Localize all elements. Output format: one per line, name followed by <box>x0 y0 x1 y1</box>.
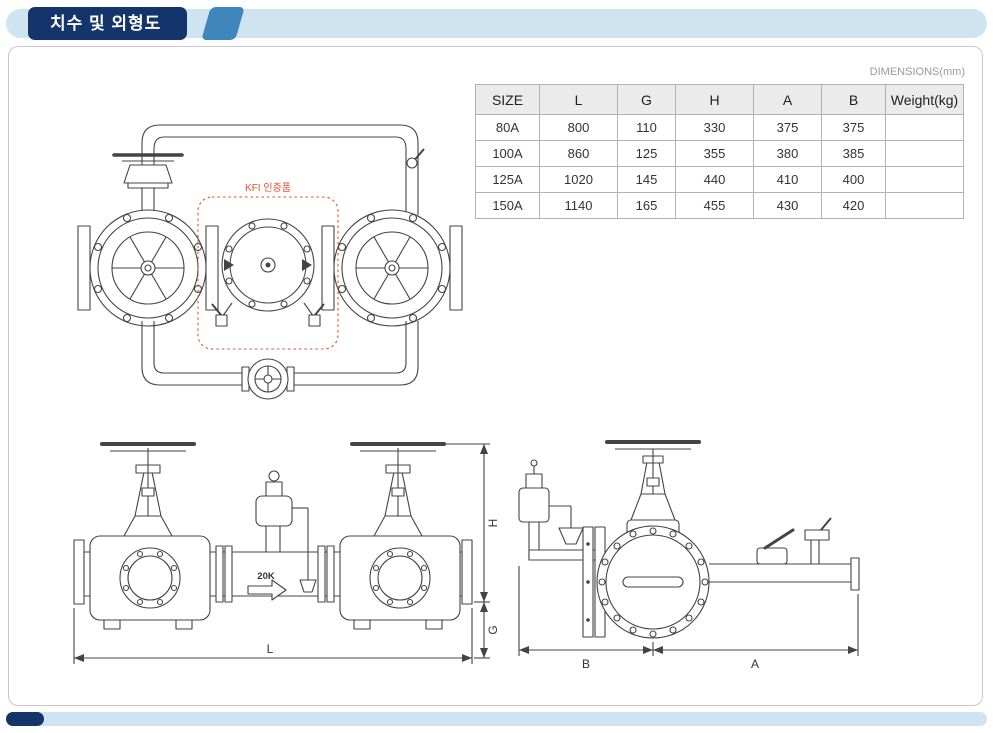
relief-valve <box>255 470 317 593</box>
dimension-l: L <box>73 608 473 664</box>
plan-view-drawing: KFI 인증품 <box>77 124 463 400</box>
dimension-a: A <box>653 594 859 671</box>
dimension-label-g: G <box>486 625 500 634</box>
table-cell <box>885 166 964 193</box>
kfi-certified-label: KFI 인증품 <box>245 182 291 194</box>
column-header-b: B <box>821 84 886 115</box>
dimensions-table: SIZE L G H A B Weight(kg) 80A 800 110 33… <box>475 84 964 219</box>
valve-body <box>73 535 473 630</box>
flow-arrow-icon <box>302 259 312 271</box>
table-cell: 440 <box>675 166 754 193</box>
table-row: 150A 1140 165 455 430 420 <box>475 192 964 219</box>
column-header-g: G <box>617 84 676 115</box>
table-cell: 380 <box>753 140 822 167</box>
left-shutoff-valve <box>77 209 219 327</box>
table-cell: 430 <box>753 192 822 219</box>
footer-band <box>6 712 987 726</box>
table-row: 125A 1020 145 440 410 400 <box>475 166 964 193</box>
vent-cock <box>406 148 425 169</box>
top-pipe-loop <box>141 124 419 215</box>
right-shutoff-valve <box>321 209 463 327</box>
flow-arrow-icon <box>224 259 234 271</box>
table-cell: 1140 <box>539 192 618 219</box>
inlet-gate-valve <box>112 153 184 189</box>
main-flange <box>596 525 710 639</box>
table-cell: 455 <box>675 192 754 219</box>
table-cell: 400 <box>821 166 886 193</box>
flow-direction-arrow-icon <box>247 579 287 601</box>
table-cell: 385 <box>821 140 886 167</box>
column-header-h: H <box>675 84 754 115</box>
column-header-l: L <box>539 84 618 115</box>
table-cell <box>885 192 964 219</box>
table-row: 100A 860 125 355 380 385 <box>475 140 964 167</box>
table-cell: 330 <box>675 114 754 141</box>
table-cell <box>885 140 964 167</box>
table-cell: 410 <box>753 166 822 193</box>
column-header-weight: Weight(kg) <box>885 84 964 115</box>
table-cell: 100A <box>475 140 540 167</box>
right-gate-valve <box>350 442 446 537</box>
backflow-preventer-center <box>211 218 325 327</box>
pressure-relief-valve <box>518 459 600 561</box>
page-title: 치수 및 외형도 <box>28 7 188 40</box>
table-cell: 165 <box>617 192 676 219</box>
table-cell: 125 <box>617 140 676 167</box>
dimension-label-a: A <box>751 657 759 671</box>
bypass-valve <box>241 358 295 400</box>
pressure-rating-label: 20K <box>257 571 275 582</box>
dimension-label-h: H <box>486 519 500 528</box>
table-cell: 800 <box>539 114 618 141</box>
page-title-text: 치수 및 외형도 <box>50 14 162 33</box>
table-cell: 110 <box>617 114 676 141</box>
column-header-a: A <box>753 84 822 115</box>
dimension-label-l: L <box>267 642 274 656</box>
footer-accent <box>6 712 44 726</box>
front-elevation-drawing: 20K L H G <box>73 442 500 664</box>
table-cell: 375 <box>753 114 822 141</box>
table-cell: 420 <box>821 192 886 219</box>
kfi-certified-boundary <box>197 196 339 350</box>
dimension-g: G <box>474 602 500 659</box>
table-cell: 150A <box>475 192 540 219</box>
outlet-pipe <box>709 517 860 591</box>
gate-valve-top <box>605 440 701 539</box>
table-header-row: SIZE L G H A B Weight(kg) <box>475 84 964 115</box>
table-cell: 80A <box>475 114 540 141</box>
table-cell: 355 <box>675 140 754 167</box>
side-view-drawing: B A <box>518 440 860 671</box>
dimension-label-b: B <box>582 657 590 671</box>
dimensions-unit-note: DIMENSIONS(mm) <box>869 66 965 78</box>
table-cell <box>885 114 964 141</box>
column-header-size: SIZE <box>475 84 540 115</box>
table-cell: 125A <box>475 166 540 193</box>
table-cell: 860 <box>539 140 618 167</box>
table-cell: 145 <box>617 166 676 193</box>
table-cell: 1020 <box>539 166 618 193</box>
table-cell: 375 <box>821 114 886 141</box>
table-row: 80A 800 110 330 375 375 <box>475 114 964 141</box>
left-gate-valve <box>100 442 196 537</box>
